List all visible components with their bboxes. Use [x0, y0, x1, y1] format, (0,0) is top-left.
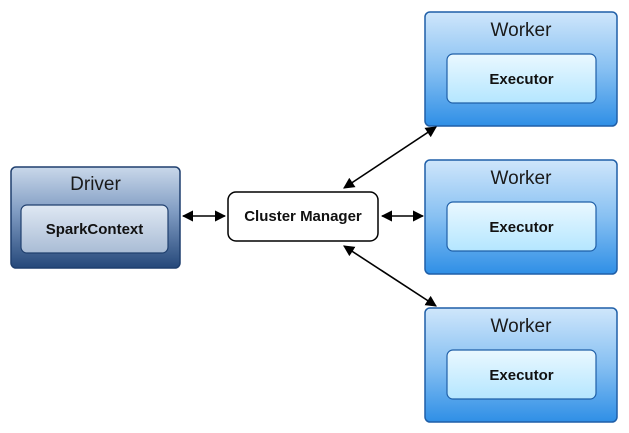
executor-box-2 [446, 201, 597, 252]
executor-box-1 [446, 53, 597, 104]
worker-title-3: Worker [491, 316, 553, 337]
driver-title: Driver [70, 174, 121, 195]
cluster-manager-worker-1-arrow [343, 126, 437, 189]
executor-label-3: Executor [489, 367, 553, 384]
worker-node-3: Worker Executor [424, 307, 618, 423]
cluster-manager-label: Cluster Manager [244, 208, 362, 225]
executor-box-3 [446, 349, 597, 400]
cluster-manager-node: Cluster Manager [227, 191, 379, 242]
sparkcontext-label: SparkContext [46, 221, 144, 238]
worker-title-2: Worker [491, 168, 553, 189]
cluster-manager-worker-3-arrow [343, 245, 437, 307]
worker-node-1: Worker Executor [424, 11, 618, 127]
cluster-manager-box [227, 191, 379, 242]
driver-node: Driver SparkContext [10, 166, 181, 269]
executor-label-2: Executor [489, 219, 553, 236]
executor-label-1: Executor [489, 71, 553, 88]
worker-title-1: Worker [491, 20, 553, 41]
worker-node-2: Worker Executor [424, 159, 618, 275]
sparkcontext-box [20, 204, 169, 254]
